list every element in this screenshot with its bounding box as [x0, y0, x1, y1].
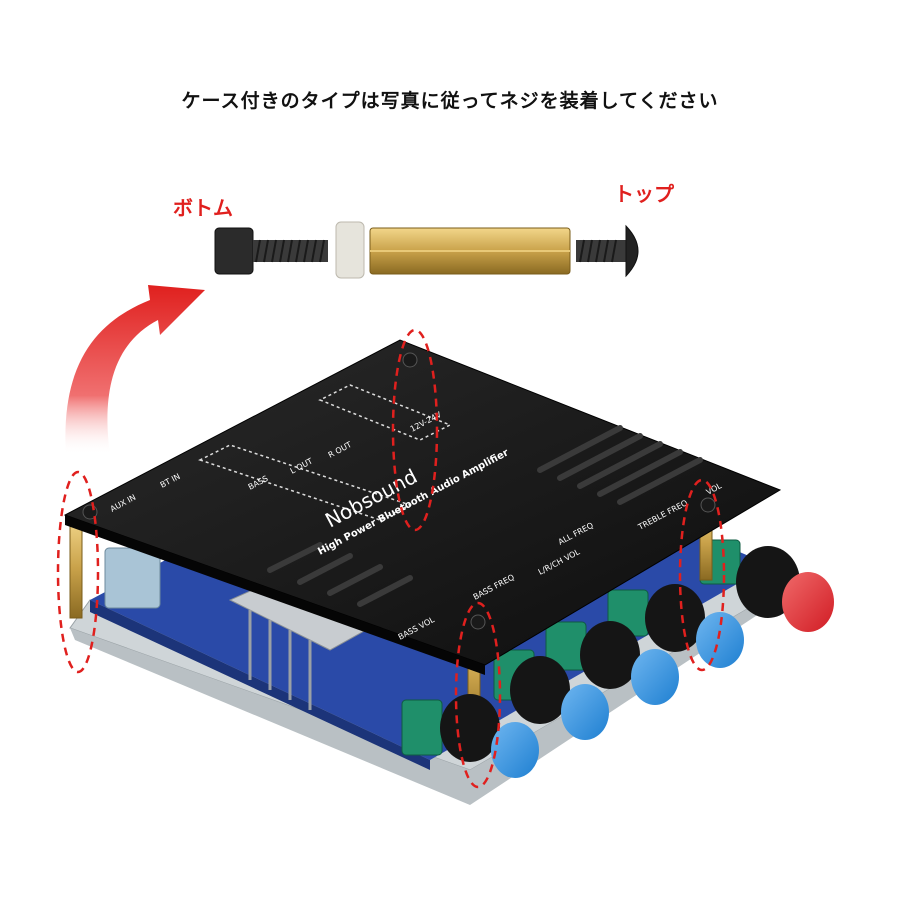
screw-icon — [576, 224, 639, 278]
knob-bass-vol — [440, 694, 539, 778]
knob-lr-vol — [580, 621, 679, 705]
standoff-highlights — [56, 328, 726, 789]
instruction-text: ケース付きのタイプは写真に従ってネジを装着してください — [181, 90, 719, 112]
knob-treble-freq — [645, 584, 744, 668]
label-top: トップ — [614, 182, 674, 206]
label-bottom: ボトム — [173, 196, 233, 220]
brass-standoff-icon — [369, 227, 571, 275]
screw-icon — [214, 227, 328, 275]
red-curved-arrow-icon — [65, 285, 206, 455]
top-panel — [63, 339, 782, 675]
knob-bass-freq — [510, 656, 609, 740]
knob-master-vol — [736, 546, 834, 632]
input-jack — [104, 547, 161, 609]
nylon-washer-icon — [335, 221, 365, 279]
